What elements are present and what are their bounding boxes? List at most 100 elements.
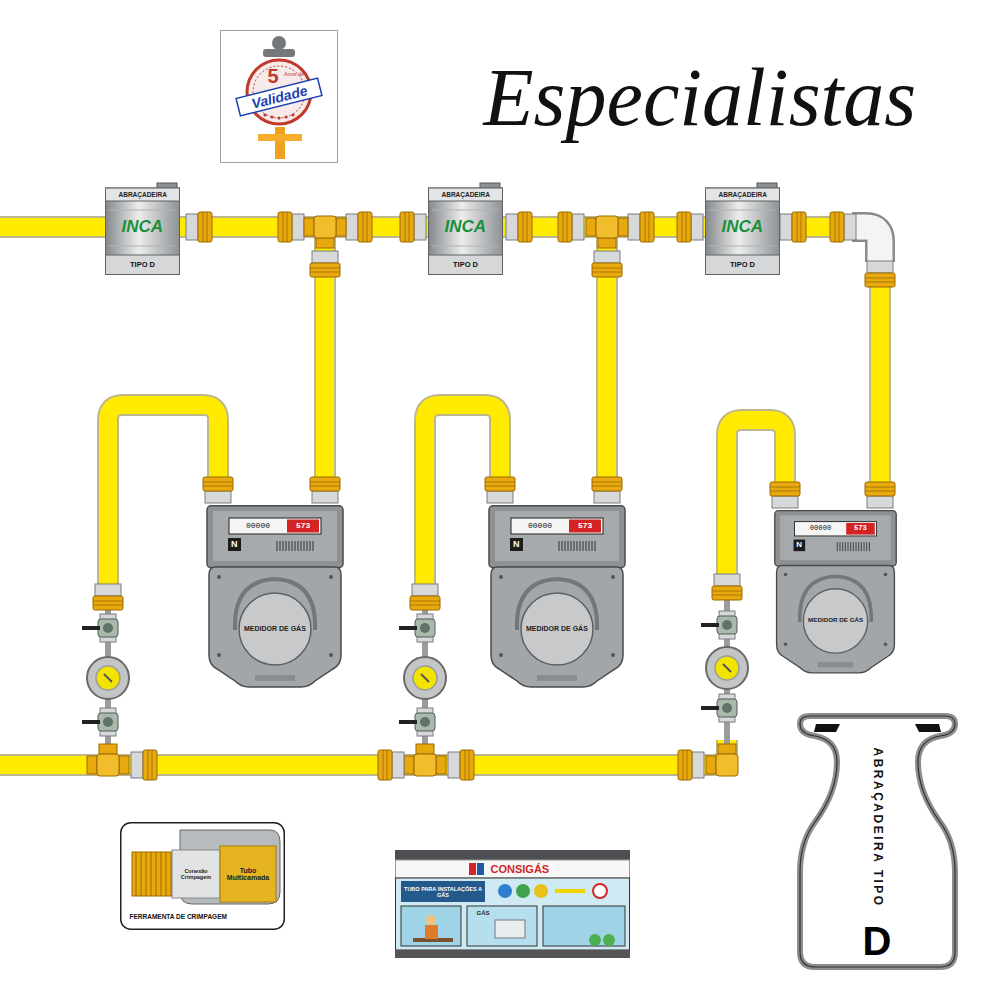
fitting-ridge <box>207 212 208 242</box>
crimp-fitting <box>448 750 474 780</box>
ball-valve <box>399 614 435 642</box>
fitting-nut <box>198 212 212 242</box>
shop-roof <box>395 850 630 860</box>
crimp-fitting <box>678 750 704 780</box>
shop-sign <box>396 860 630 878</box>
gas-pipe-outline <box>108 405 218 600</box>
stamp-star <box>263 113 266 116</box>
validity-ribbon <box>236 78 322 116</box>
clamp-body <box>706 188 780 275</box>
crimp-fitting <box>310 477 340 503</box>
clamp-ridge <box>432 210 499 211</box>
counter-digits: 00000 <box>810 525 831 533</box>
fitting-nut <box>310 477 340 491</box>
tee-fitting <box>87 744 129 776</box>
clamp-ridge <box>709 246 776 247</box>
profile-slot <box>915 724 941 732</box>
crimp-fitting <box>592 251 622 277</box>
counter-red-cells <box>569 520 601 533</box>
pipe-outline <box>180 216 428 238</box>
gas-pipe-outline <box>869 262 891 496</box>
fitting-nut <box>203 477 233 491</box>
fitting-sleeve <box>312 491 338 503</box>
fitting-sleeve <box>780 214 792 240</box>
tee-body <box>314 216 336 238</box>
barcode-line <box>580 541 581 551</box>
fitting-sleeve <box>205 491 231 503</box>
gas-regulator <box>706 647 748 689</box>
regulator-cap <box>96 666 120 690</box>
meter-upper-panel <box>495 511 619 561</box>
fitting-nut <box>310 263 340 277</box>
fitting-sleeve <box>844 214 856 240</box>
barcode-line <box>310 541 311 551</box>
clamp-type-strip <box>106 255 180 275</box>
meter-plate <box>521 593 593 665</box>
fitting-ridge <box>835 212 836 242</box>
regulator-cap <box>413 666 437 690</box>
barcode-line <box>571 541 572 551</box>
ball-valve <box>701 611 737 639</box>
validity-stamp <box>247 60 311 124</box>
tee-arm <box>618 218 628 236</box>
regulator-housing <box>706 647 748 689</box>
pipe-clamp: ABRAÇADEIRAINCATIPO D <box>428 183 503 275</box>
valve-ball <box>722 703 732 713</box>
plant <box>589 934 601 946</box>
fitting-ridge <box>770 487 800 488</box>
gas-meter: 00000573NMEDIDOR DE GÁS <box>773 510 898 680</box>
meter-plate <box>239 593 311 665</box>
ball-valve <box>82 614 118 642</box>
fitting-sleeve <box>346 214 358 240</box>
fitting-sleeve <box>414 214 426 240</box>
brass-fitting <box>132 852 172 896</box>
fitting-nut <box>93 596 123 610</box>
fitting-ridge <box>136 852 137 896</box>
fitting-sleeve <box>131 752 143 778</box>
fitting-ridge <box>410 605 440 606</box>
fitting-nut <box>558 212 572 242</box>
fitting-nut <box>770 482 800 496</box>
crimp-fitting <box>378 750 404 780</box>
tee-arm <box>99 744 117 754</box>
barcode-line <box>583 541 584 551</box>
tee-arm <box>436 756 446 774</box>
barcode-line <box>850 542 851 551</box>
barcode-line <box>298 541 299 551</box>
fitting-ridge <box>592 482 622 483</box>
tap-stem <box>275 127 285 159</box>
fitting-sleeve <box>691 214 703 240</box>
meter-upper-case <box>207 506 343 568</box>
fitting-sleeve <box>867 261 893 273</box>
tee-fitting <box>404 744 446 776</box>
profile-type-letter: D <box>863 919 892 963</box>
fitting-nut <box>592 477 622 491</box>
fitting-ridge <box>310 486 340 487</box>
barcode-line <box>289 541 290 551</box>
clamp-label: ABRAÇADEIRA <box>719 191 767 198</box>
clamp-type: TIPO D <box>130 261 155 269</box>
fitting-nut <box>830 212 844 242</box>
counter-red-digits: 573 <box>854 525 867 533</box>
fitting-ridge <box>383 750 384 780</box>
logo-mark <box>469 863 476 875</box>
logo-mark <box>477 863 484 875</box>
shop-facade <box>396 878 630 950</box>
fitting-ridge <box>683 750 684 780</box>
meter-upper-case <box>775 511 896 566</box>
barcode-line <box>295 541 296 551</box>
regulator-housing <box>87 657 129 699</box>
profile-inner-line <box>800 716 955 967</box>
fitting-ridge <box>148 750 149 780</box>
gas-pipe-connector <box>180 218 428 236</box>
tee-arm <box>718 744 736 754</box>
counter-digits: 00000 <box>528 522 552 531</box>
tee-body <box>596 216 618 238</box>
tee-arm <box>586 218 596 236</box>
gas-meter: 00000573NMEDIDOR DE GÁS <box>205 505 345 695</box>
fitting-sleeve <box>594 491 620 503</box>
fitting-ridge <box>865 487 895 488</box>
valve-ball <box>103 717 113 727</box>
tee-body <box>716 754 738 776</box>
plant <box>603 934 615 946</box>
